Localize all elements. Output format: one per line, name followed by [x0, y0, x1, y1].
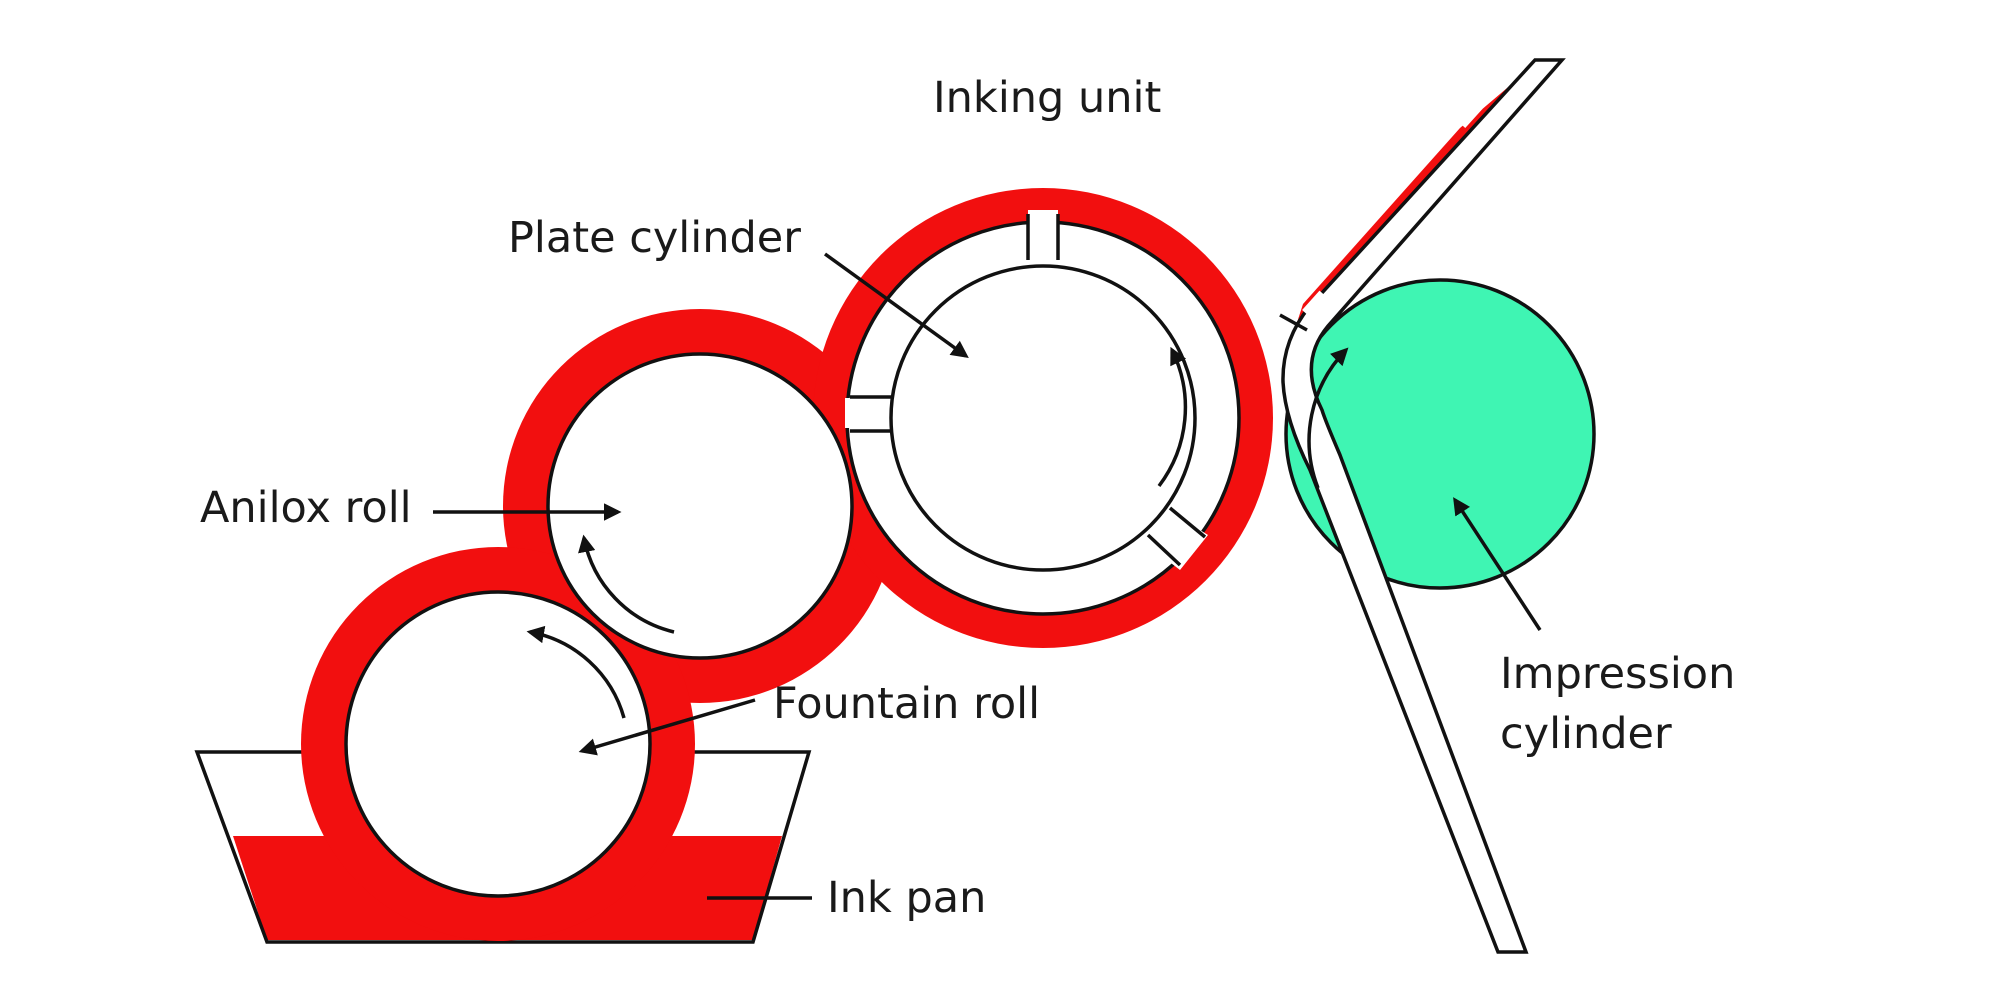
fountain-roll-leader — [578, 698, 756, 756]
impression-cylinder-rotation-arrow — [1307, 347, 1349, 489]
plate-sleeve-gap-top — [1028, 210, 1058, 260]
plate-cylinder-rotation-arrow — [1157, 346, 1188, 488]
label-impression-cylinder-line2: cylinder — [1500, 709, 1672, 759]
anilox-roll — [546, 352, 854, 660]
title-inking-unit: Inking unit — [933, 73, 1161, 123]
anilox-roll-rotation-arrow — [578, 534, 675, 634]
substrate-web — [1279, 58, 1566, 954]
impression-cylinder — [1284, 278, 1596, 590]
plate-cylinder-leader — [823, 252, 969, 359]
plate-sleeve-gap-left — [845, 398, 895, 428]
label-anilox-roll: Anilox roll — [200, 483, 412, 533]
impression-cylinder-leader — [1453, 497, 1542, 631]
fountain-roll — [344, 590, 652, 898]
fountain-roll-rotation-arrow — [526, 625, 626, 719]
label-ink-pan: Ink pan — [827, 873, 986, 923]
plate-cylinder — [889, 264, 1197, 572]
label-plate-cylinder: Plate cylinder — [508, 213, 801, 263]
label-fountain-roll: Fountain roll — [773, 679, 1040, 729]
web-strip — [1281, 58, 1566, 954]
label-impression-cylinder-line1: Impression — [1500, 649, 1735, 699]
plate-sleeve-gap-lowright — [1145, 510, 1208, 570]
